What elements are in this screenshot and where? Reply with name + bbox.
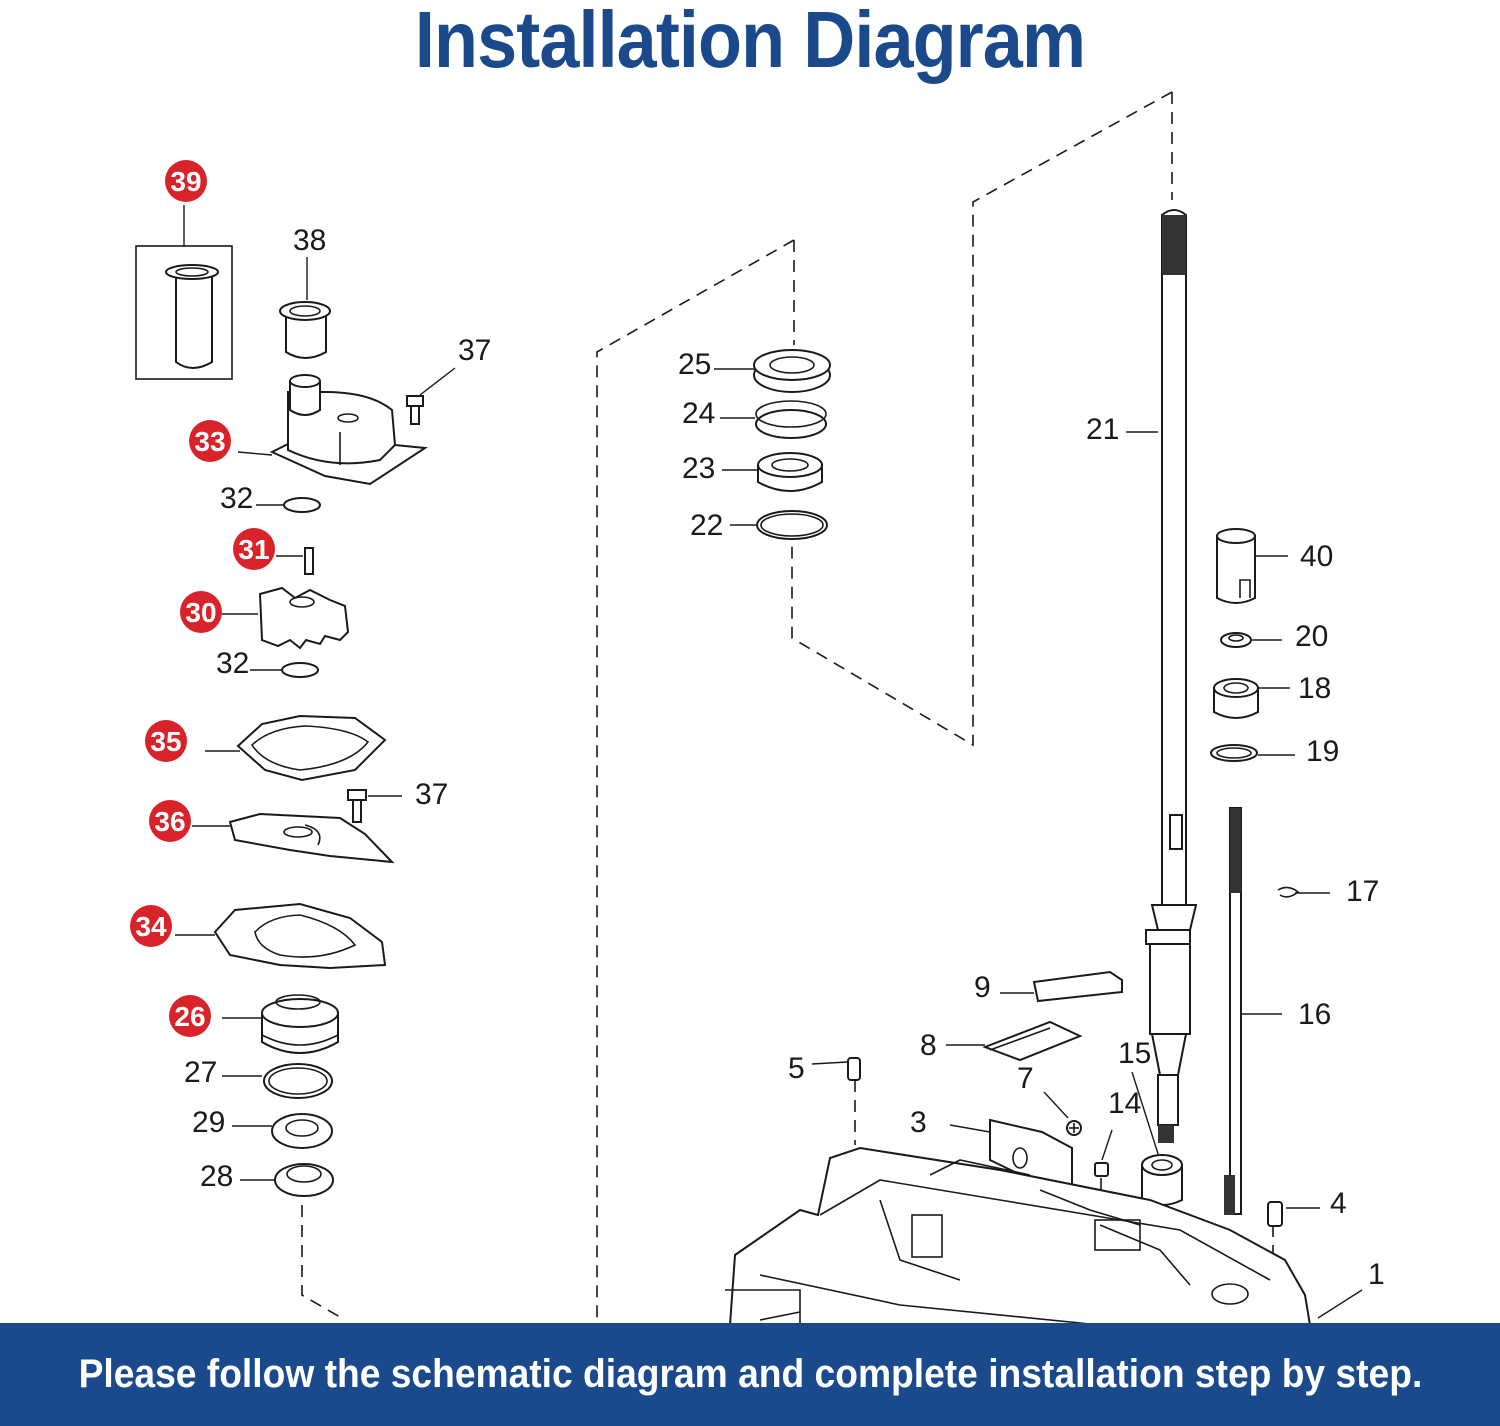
part-29-seal — [232, 1113, 333, 1149]
svg-text:34: 34 — [135, 911, 167, 942]
part-25-bearing-cup — [714, 349, 831, 393]
label-23: 23 — [682, 452, 715, 485]
badge-35: 35 — [145, 720, 187, 762]
footer-instruction: Please follow the schematic diagram and … — [78, 1352, 1422, 1396]
part-37-bolt-top — [406, 367, 456, 425]
badge-26: 26 — [169, 995, 211, 1037]
label-4: 4 — [1330, 1187, 1347, 1220]
part-22-o-ring — [730, 510, 828, 540]
label-24: 24 — [682, 397, 715, 430]
badge-34: 34 — [130, 905, 172, 947]
label-3: 3 — [910, 1106, 927, 1139]
part-35-gasket — [205, 714, 387, 782]
label-32-bottom: 32 — [216, 647, 249, 680]
part-23-roller-bearing — [722, 452, 823, 492]
label-22: 22 — [690, 509, 723, 542]
part-9-plate — [1000, 970, 1123, 1003]
label-15: 15 — [1118, 1037, 1151, 1070]
part-24-race — [720, 400, 827, 439]
part-20-bushing — [1220, 632, 1282, 648]
part-28-seal — [240, 1163, 334, 1197]
part-33-pump-housing — [237, 374, 428, 486]
label-37-top: 37 — [458, 334, 491, 367]
part-14-pin — [1094, 1129, 1113, 1177]
svg-text:30: 30 — [185, 597, 216, 628]
part-31-key — [276, 547, 314, 575]
part-36-wear-plate — [192, 812, 395, 864]
part-number-labels: 1 3 4 5 7 8 9 14 15 16 17 18 19 20 21 22… — [184, 224, 1385, 1291]
page-title: Installation Diagram — [414, 0, 1086, 84]
label-7: 7 — [1017, 1062, 1034, 1095]
label-21: 21 — [1086, 413, 1119, 446]
label-27: 27 — [184, 1056, 217, 1089]
part-19-ring — [1210, 744, 1295, 762]
label-29: 29 — [192, 1106, 225, 1139]
label-14: 14 — [1108, 1087, 1141, 1120]
svg-text:36: 36 — [154, 806, 185, 837]
label-28: 28 — [200, 1160, 233, 1193]
label-16: 16 — [1298, 998, 1331, 1031]
label-9: 9 — [974, 971, 991, 1004]
part-21-drive-shaft — [1126, 209, 1198, 1143]
badge-30: 30 — [180, 591, 222, 633]
label-32-top: 32 — [220, 482, 253, 515]
part-8-plate — [946, 1020, 1083, 1062]
part-32-ring-bottom — [250, 662, 319, 678]
part-40-sleeve — [1216, 528, 1288, 604]
part-27-o-ring — [222, 1063, 333, 1099]
label-25: 25 — [678, 348, 711, 381]
badge-31: 31 — [233, 528, 275, 570]
part-17-clip — [1277, 886, 1330, 898]
label-5: 5 — [788, 1052, 805, 1085]
svg-text:31: 31 — [238, 534, 269, 565]
part-30-impeller — [222, 586, 350, 650]
part-26-seal-housing — [222, 994, 339, 1054]
label-18: 18 — [1298, 672, 1331, 705]
label-38: 38 — [293, 224, 326, 257]
part-38-bushing — [279, 257, 331, 359]
label-20: 20 — [1295, 620, 1328, 653]
part-32-ring-top — [256, 497, 321, 513]
part-7-screw — [1043, 1091, 1082, 1136]
label-37-bottom: 37 — [415, 778, 448, 811]
part-5-pin — [811, 1057, 861, 1081]
part-34-gasket — [175, 902, 387, 970]
assembly-guide-lines — [301, 91, 1274, 1325]
badge-36: 36 — [149, 800, 191, 842]
badge-33: 33 — [189, 420, 231, 462]
svg-text:33: 33 — [194, 426, 225, 457]
label-19: 19 — [1306, 735, 1339, 768]
label-17: 17 — [1346, 875, 1379, 908]
part-39-sleeve — [135, 205, 233, 380]
part-16-shift-shaft — [1224, 807, 1282, 1215]
part-4-dowel — [1267, 1201, 1320, 1227]
footer-banner: Please follow the schematic diagram and … — [0, 1323, 1500, 1426]
highlighted-part-badges: 39 33 31 30 35 36 34 26 — [130, 160, 275, 1037]
part-18-bushing — [1213, 678, 1290, 719]
label-40: 40 — [1300, 540, 1333, 573]
svg-text:26: 26 — [174, 1001, 205, 1032]
badge-39: 39 — [165, 160, 207, 202]
label-1: 1 — [1368, 1258, 1385, 1291]
svg-text:39: 39 — [170, 166, 201, 197]
svg-text:35: 35 — [150, 726, 181, 757]
part-37-bolt-bottom — [347, 789, 402, 823]
label-8: 8 — [920, 1029, 937, 1062]
